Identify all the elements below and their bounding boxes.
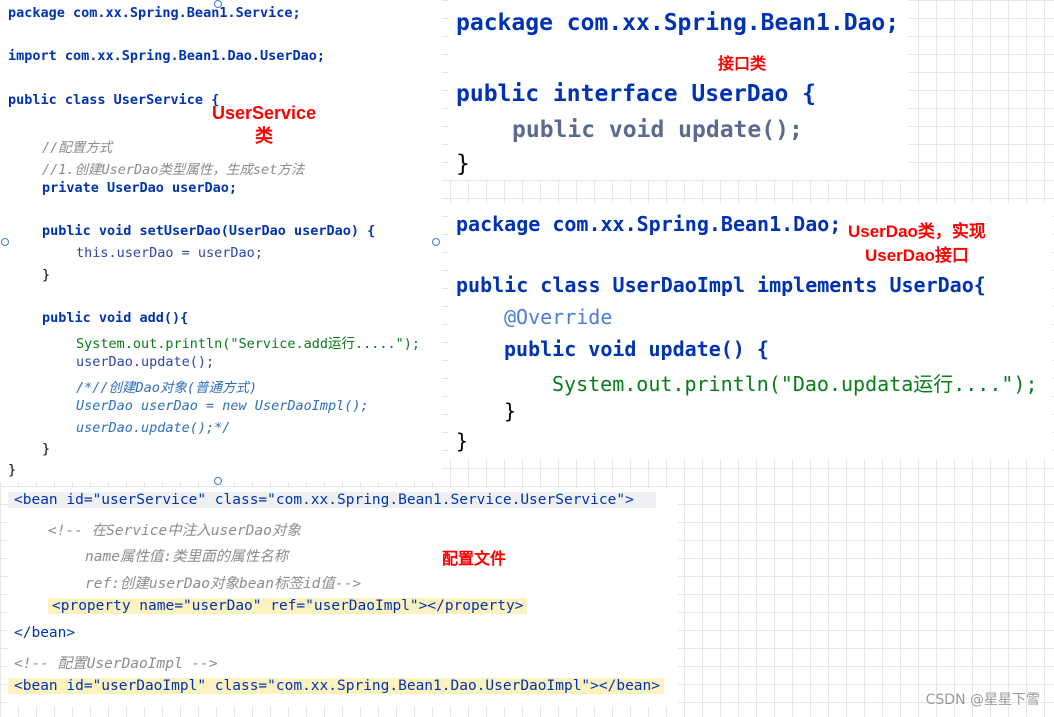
code-line: public void update() { [504,337,769,361]
xml-bean-userservice: <bean id="userService" class="com.xx.Spr… [8,492,656,508]
note-impl: UserDao类，实现 UserDao接口 [848,222,986,265]
gutter-marker [1,238,9,246]
gutter-marker [214,0,222,8]
comment-line: //配置方式 [42,140,113,156]
gutter-marker [214,477,222,485]
comment-line: //1.创建UserDao类型属性，生成set方法 [42,162,305,178]
code-line: package com.xx.Spring.Bean1.Dao; [456,10,900,36]
note-config: 配置文件 [442,551,507,568]
comment-line: UserDao userDao = new UserDaoImpl(); [76,398,369,414]
code-line: public interface UserDao { [456,81,817,107]
code-line: public void setUserDao(UserDao userDao) … [42,223,376,239]
code-line: package com.xx.Spring.Bean1.Dao; [456,212,842,236]
code-line: public class UserService { [8,92,220,108]
code-line: import com.xx.Spring.Bean1.Dao.UserDao; [8,48,325,64]
xml-bean-userdaoimpl: <bean id="userDaoImpl" class="com.xx.Spr… [8,678,665,694]
code-line: } [456,151,470,177]
code-line: this.userDao = userDao; [76,245,263,261]
code-line: public void update(); [512,117,803,143]
xml-comment-line: <!-- 在Service中注入userDao对象 [48,523,301,539]
code-line: } [42,441,51,457]
code-line: } [8,462,17,478]
code-line: package com.xx.Spring.Bean1.Service; [8,5,301,21]
userdao-interface-panel: package com.xx.Spring.Bean1.Dao; public … [448,0,908,180]
code-line: userDao.update(); [76,354,215,370]
userdaoimpl-panel: package com.xx.Spring.Bean1.Dao; public … [448,203,1052,459]
code-line: public void add(){ [42,310,189,326]
code-line: private UserDao userDao; [42,180,238,196]
note-interface: 接口类 [718,56,767,73]
userservice-code-panel: package com.xx.Spring.Bean1.Service; imp… [0,0,442,482]
annotation-line: @Override [504,305,613,329]
note-userservice: UserService 类 [212,103,317,146]
xml-comment-line: name属性值:类里面的属性名称 [85,549,289,565]
comment-line: userDao.update();*/ [76,420,231,436]
xml-config-panel: <bean id="userService" class="com.xx.Spr… [8,488,678,706]
comment-line: /*//创建Dao对象(普通方式) [76,380,258,396]
code-line: } [42,267,51,283]
gutter-marker [432,238,440,246]
code-line: public class UserDaoImpl implements User… [456,273,986,297]
code-line: } [456,429,469,453]
xml-property-line: <property name="userDao" ref="userDaoImp… [48,598,528,614]
code-line: System.out.println("Dao.updata运行...."); [552,372,1038,396]
xml-comment-line: <!-- 配置UserDaoImpl --> [14,656,218,672]
xml-bean-close: </bean> [14,625,76,641]
xml-comment-line: ref:创建userDao对象bean标签id值--> [85,576,362,592]
code-line: System.out.println("Service.add运行.....")… [76,336,420,352]
csdn-watermark: CSDN @星星下雪 [925,692,1040,708]
code-line: } [504,399,517,423]
